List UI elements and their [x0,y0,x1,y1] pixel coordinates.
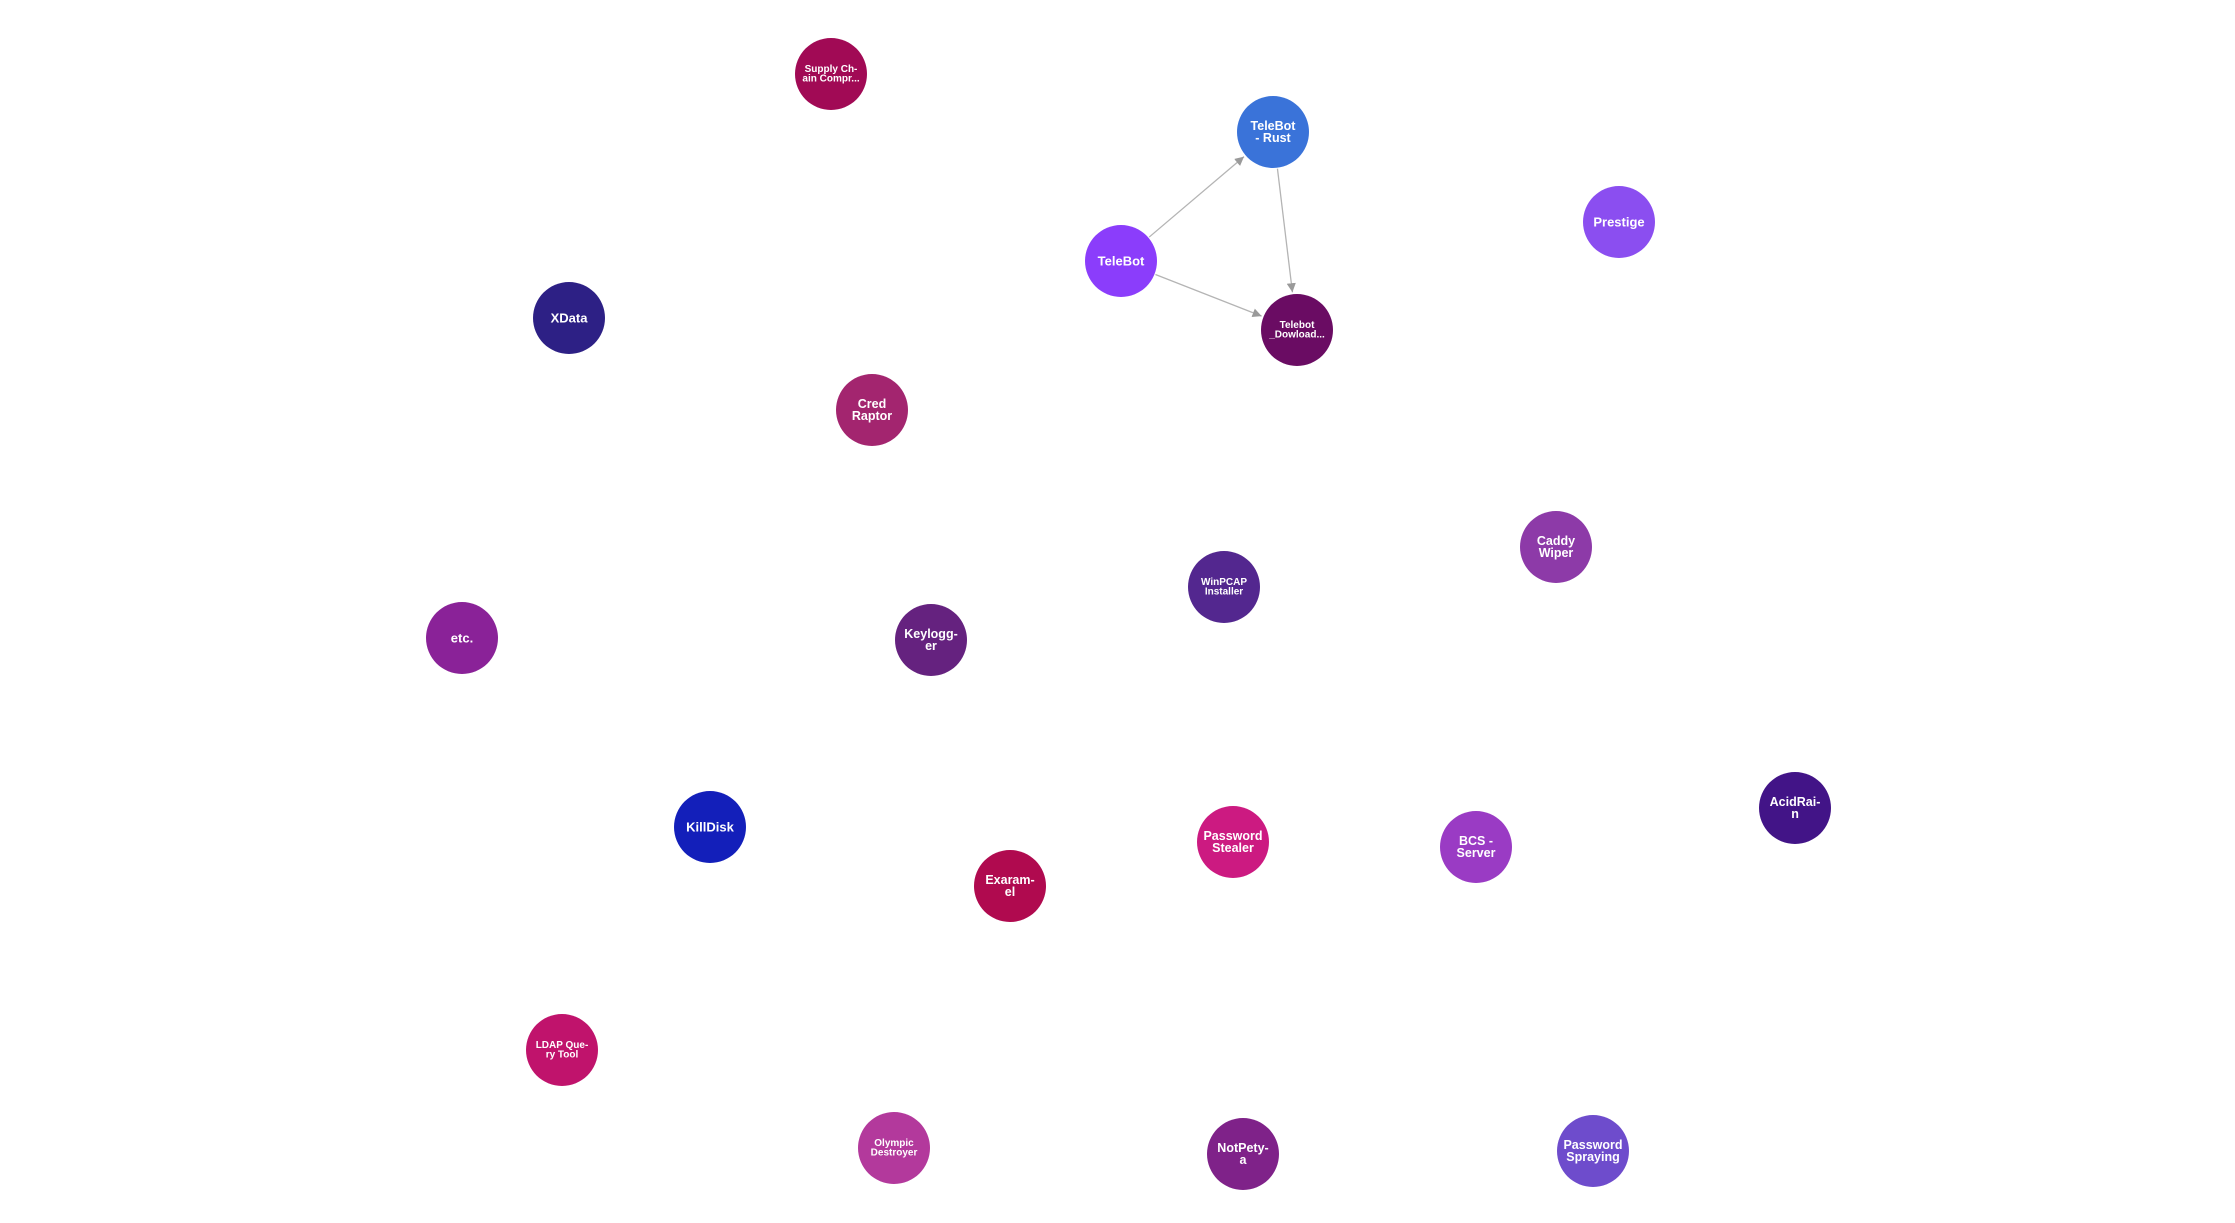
node-telebot[interactable]: TeleBot [1085,225,1157,297]
node-prestige[interactable]: Prestige [1583,186,1655,258]
node-circle[interactable] [1188,551,1260,623]
node-circle[interactable] [674,791,746,863]
node-circle[interactable] [1583,186,1655,258]
node-circle[interactable] [1557,1115,1629,1187]
node-telebot-rust[interactable]: TeleBot- Rust [1237,96,1309,168]
node-circle[interactable] [795,38,867,110]
node-circle[interactable] [1207,1118,1279,1190]
node-circle[interactable] [1520,511,1592,583]
node-xdata[interactable]: XData [533,282,605,354]
edge-telebot-to-telebot-rust [1148,156,1245,238]
node-circle[interactable] [895,604,967,676]
node-notpetya[interactable]: NotPety-a [1207,1118,1279,1190]
node-circle[interactable] [1237,96,1309,168]
node-ldap-query-tool[interactable]: LDAP Que-ry Tool [526,1014,598,1086]
node-circle[interactable] [974,850,1046,922]
node-supply-chain[interactable]: Supply Ch-ain Compr... [795,38,867,110]
node-circle[interactable] [1759,772,1831,844]
node-bcs-server[interactable]: BCS -Server [1440,811,1512,883]
edge-layer [1148,156,1296,318]
node-acidrain[interactable]: AcidRai-n [1759,772,1831,844]
node-circle[interactable] [1261,294,1333,366]
edge-telebot-rust-to-telebot-downloader [1276,168,1296,293]
node-circle[interactable] [858,1112,930,1184]
node-killdisk[interactable]: KillDisk [674,791,746,863]
node-telebot-downloader[interactable]: Telebot_Dowload... [1261,294,1333,366]
node-circle[interactable] [526,1014,598,1086]
node-circle[interactable] [533,282,605,354]
node-circle[interactable] [836,374,908,446]
node-etc[interactable]: etc. [426,602,498,674]
node-layer: Supply Ch-ain Compr... TeleBot- RustPrest… [426,38,1831,1190]
node-circle[interactable] [426,602,498,674]
node-circle[interactable] [1197,806,1269,878]
node-circle[interactable] [1440,811,1512,883]
node-exaramel[interactable]: Exaram-el [974,850,1046,922]
node-circle[interactable] [1085,225,1157,297]
node-keylogger[interactable]: Keylogg-er [895,604,967,676]
edge-telebot-to-telebot-downloader [1155,273,1262,318]
